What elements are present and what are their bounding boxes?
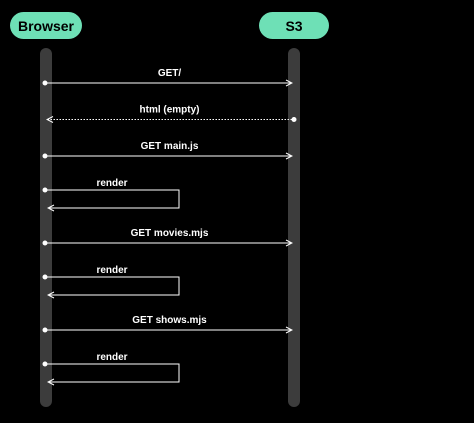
- lifeline-browser: [40, 48, 52, 407]
- message-dot: [42, 187, 48, 193]
- message-5: render: [42, 265, 180, 295]
- message-2: GET main.js: [42, 141, 293, 159]
- message-label: GET movies.mjs: [131, 228, 209, 239]
- participant-browser-label: Browser: [17, 17, 75, 34]
- message-1: html (empty): [47, 105, 297, 123]
- message-3: render: [42, 178, 180, 208]
- message-label: render: [96, 265, 127, 276]
- participant-s3-label: S3: [285, 17, 303, 34]
- participant-browser: Browser: [10, 12, 82, 39]
- message-label: render: [96, 178, 127, 189]
- message-label: GET shows.mjs: [132, 315, 207, 326]
- message-dot: [42, 361, 48, 367]
- message-dot: [42, 240, 48, 246]
- message-label: GET main.js: [141, 141, 199, 152]
- message-dot: [42, 274, 48, 280]
- message-label: html (empty): [140, 105, 200, 116]
- message-dot: [42, 327, 48, 333]
- lifeline-s3: [288, 48, 300, 407]
- message-dot: [291, 117, 297, 122]
- message-6: GET shows.mjs: [42, 315, 293, 333]
- self-arrow: [47, 363, 180, 382]
- message-4: GET movies.mjs: [42, 228, 293, 246]
- message-label: GET/: [158, 68, 182, 79]
- message-dot: [42, 153, 48, 159]
- participant-s3: S3: [259, 12, 329, 39]
- message-dot: [42, 80, 48, 86]
- message-0: GET/: [42, 68, 293, 86]
- self-arrow: [47, 189, 180, 208]
- message-7: render: [42, 352, 180, 382]
- self-arrow: [47, 276, 180, 295]
- message-label: render: [96, 352, 127, 363]
